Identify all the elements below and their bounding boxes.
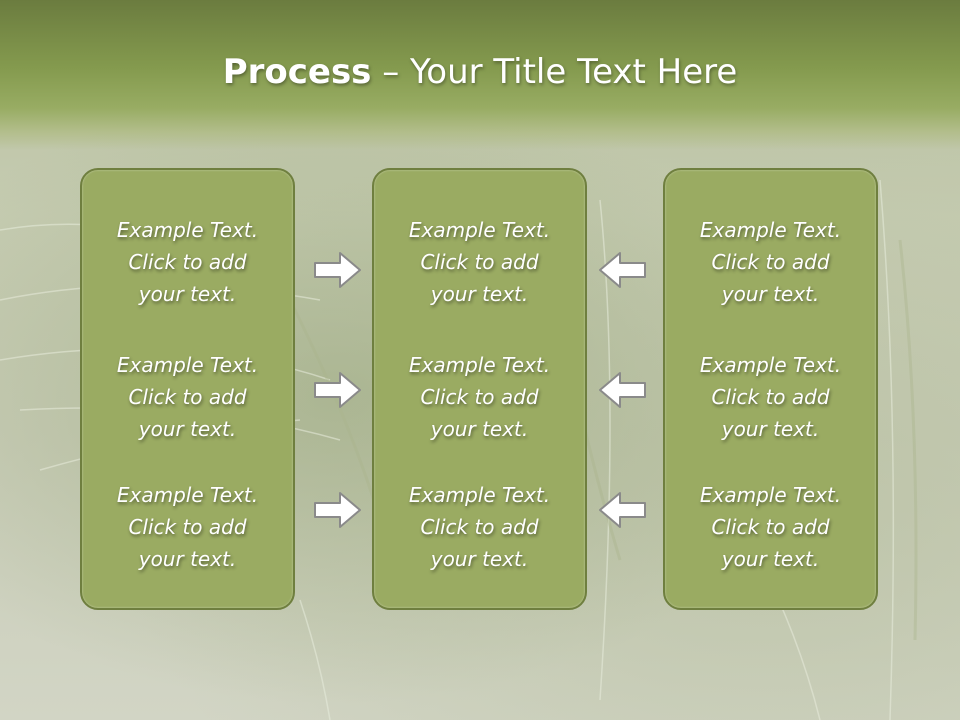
right-arrow-icon[interactable]: [313, 490, 363, 530]
text-placeholder[interactable]: Example Text. Click to add your text.: [408, 483, 551, 571]
right-arrow-icon[interactable]: [313, 370, 363, 410]
page-title[interactable]: Process – Your Title Text Here: [0, 52, 960, 92]
process-box-center[interactable]: Example Text. Click to add your text. Ex…: [372, 168, 587, 610]
title-bar: Process – Your Title Text Here: [0, 0, 960, 150]
left-arrow-icon[interactable]: [597, 250, 647, 290]
left-arrow-icon[interactable]: [597, 370, 647, 410]
text-placeholder[interactable]: Example Text. Click to add your text.: [699, 353, 842, 441]
process-box-right[interactable]: Example Text. Click to add your text. Ex…: [663, 168, 878, 610]
title-rest: – Your Title Text Here: [371, 52, 738, 92]
process-box-left[interactable]: Example Text. Click to add your text. Ex…: [80, 168, 295, 610]
title-bold: Process: [222, 52, 372, 92]
text-placeholder[interactable]: Example Text. Click to add your text.: [699, 483, 842, 571]
left-arrow-icon[interactable]: [597, 490, 647, 530]
text-placeholder[interactable]: Example Text. Click to add your text.: [408, 218, 551, 306]
text-placeholder[interactable]: Example Text. Click to add your text.: [699, 218, 842, 306]
text-placeholder[interactable]: Example Text. Click to add your text.: [408, 353, 551, 441]
text-placeholder[interactable]: Example Text. Click to add your text.: [116, 218, 259, 306]
right-arrow-icon[interactable]: [313, 250, 363, 290]
text-placeholder[interactable]: Example Text. Click to add your text.: [116, 483, 259, 571]
text-placeholder[interactable]: Example Text. Click to add your text.: [116, 353, 259, 441]
